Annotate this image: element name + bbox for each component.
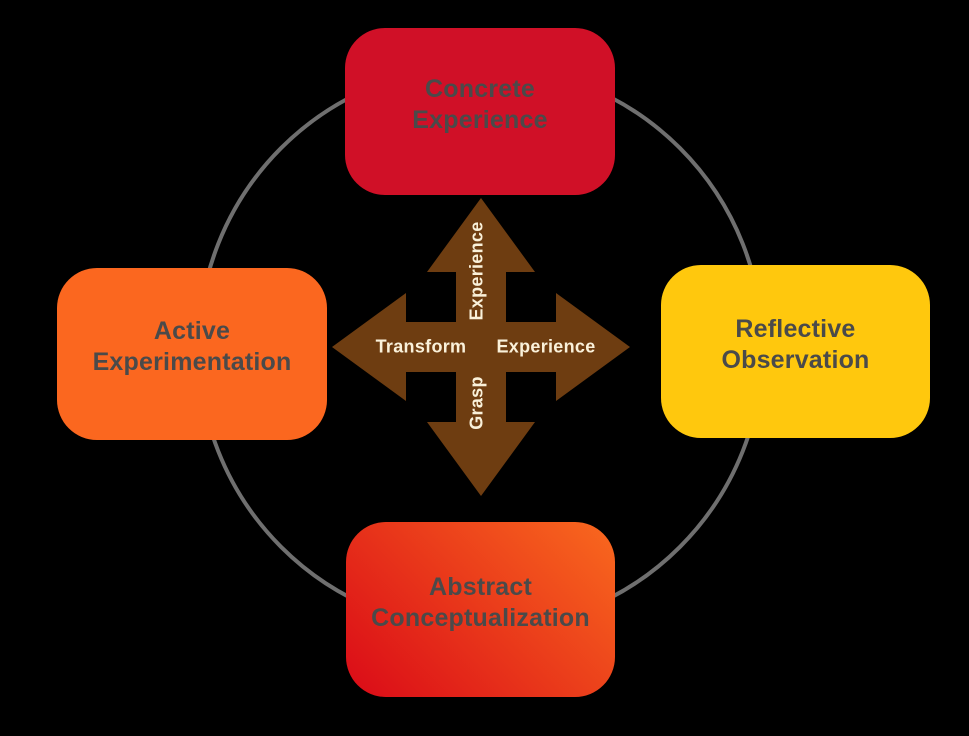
node-label-line: Experimentation [92, 348, 292, 376]
node-reflective-observation: Reflective Observation [661, 265, 930, 438]
node-reflective-observation-label: Reflective Observation [721, 314, 869, 376]
axis-label-experience-right: Experience [496, 336, 596, 357]
node-label-line: Reflective [735, 314, 856, 343]
node-label-line: Experience [412, 105, 548, 134]
node-label-line: Concrete [425, 74, 535, 103]
node-label-line: Observation [721, 345, 870, 374]
node-concrete-experience-label: Concrete Experience [412, 74, 547, 136]
axis-label-grasp: Grasp [466, 376, 487, 430]
node-label-line: Conceptualization [371, 603, 590, 632]
node-abstract-conceptualization-label: Abstract Conceptualization [371, 572, 590, 634]
node-active-experimentation: Active Experimentation [57, 268, 327, 440]
node-label-line: Active [153, 317, 231, 345]
axis-label-experience-up: Experience [466, 221, 487, 321]
node-label-line: Abstract [428, 572, 533, 601]
node-active-experimentation-label: Active Experimentation [93, 316, 292, 378]
node-abstract-conceptualization: Abstract Conceptualization [346, 522, 615, 697]
axis-label-transform: Transform [375, 336, 467, 357]
node-concrete-experience: Concrete Experience [345, 28, 615, 195]
